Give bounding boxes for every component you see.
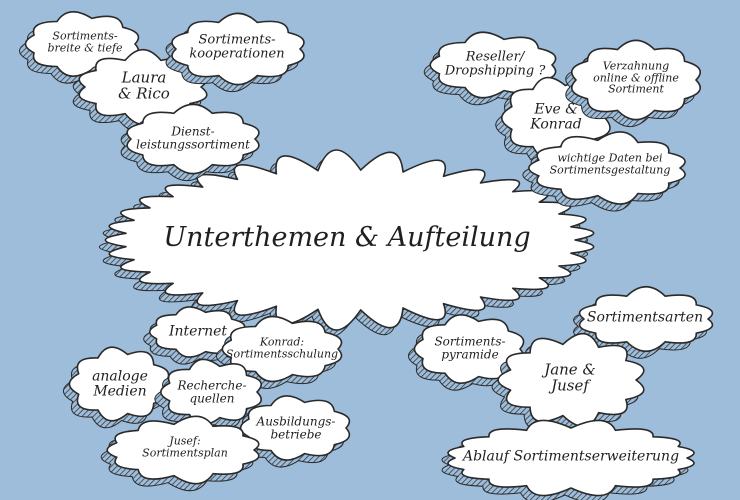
label-ablauf-sortimentserweiterung: Ablauf Sortimentserweiterung [462, 448, 680, 465]
cloud-analoge-medien [68, 346, 170, 422]
label-laura-rico: Laura & Rico [118, 68, 170, 102]
cloud-central [104, 149, 595, 331]
label-recherchequellen: Recherche- quellen [177, 378, 247, 405]
cloud-wichtige-daten [528, 131, 686, 205]
label-reseller-dropshipping: Reseller/ Dropshipping ? [444, 49, 546, 78]
label-sortimentsbreite: Sortiments- breite & tiefe [47, 29, 123, 54]
label-sortimentspyramide: Sortiments- pyramide [434, 334, 506, 361]
cloud-recherchequellen [160, 358, 262, 426]
cloud-ausbildungsbetriebe [239, 395, 351, 461]
label-dienstleistungssortiment: Dienst- leistungssortiment [136, 124, 250, 151]
label-jane-jusef: Jane & Jusef [544, 360, 596, 394]
label-analoge-medien: analoge Medien [92, 368, 148, 399]
label-sortimentskooperationen: Sortiments- kooperationen [189, 32, 285, 61]
cloud-konrad-schulung [221, 315, 343, 383]
cloud-sortimentsarten [578, 285, 714, 353]
label-sortimentsarten: Sortimentsarten [586, 309, 704, 326]
label-jusef-sortimentsplan: Jusef: Sortimentsplan [142, 434, 228, 459]
cloud-verzahnung [571, 39, 701, 121]
cloud-jusef-plan [106, 415, 260, 485]
central-title: Unterthemen & Aufteilung [163, 221, 531, 253]
label-verzahnung: Verzahnung online & offline Sortiment [593, 59, 679, 96]
cloud-sortimentskooperationen [171, 12, 305, 86]
label-eve-konrad: Eve & Konrad [530, 101, 582, 132]
cloud-ablauf [447, 419, 695, 497]
cloud-jane-jusef [497, 332, 645, 428]
label-wichtige-daten: wichtige Daten bei Sortimentsgestaltung [549, 151, 671, 176]
label-konrad-sortimentsschulung: Konrad: Sortimentsschulung [225, 335, 339, 360]
label-internet: Internet [168, 323, 228, 340]
label-ausbildungsbetriebe: Ausbildungs- betriebe [256, 414, 336, 441]
cloud-dienstleistung [126, 103, 260, 175]
